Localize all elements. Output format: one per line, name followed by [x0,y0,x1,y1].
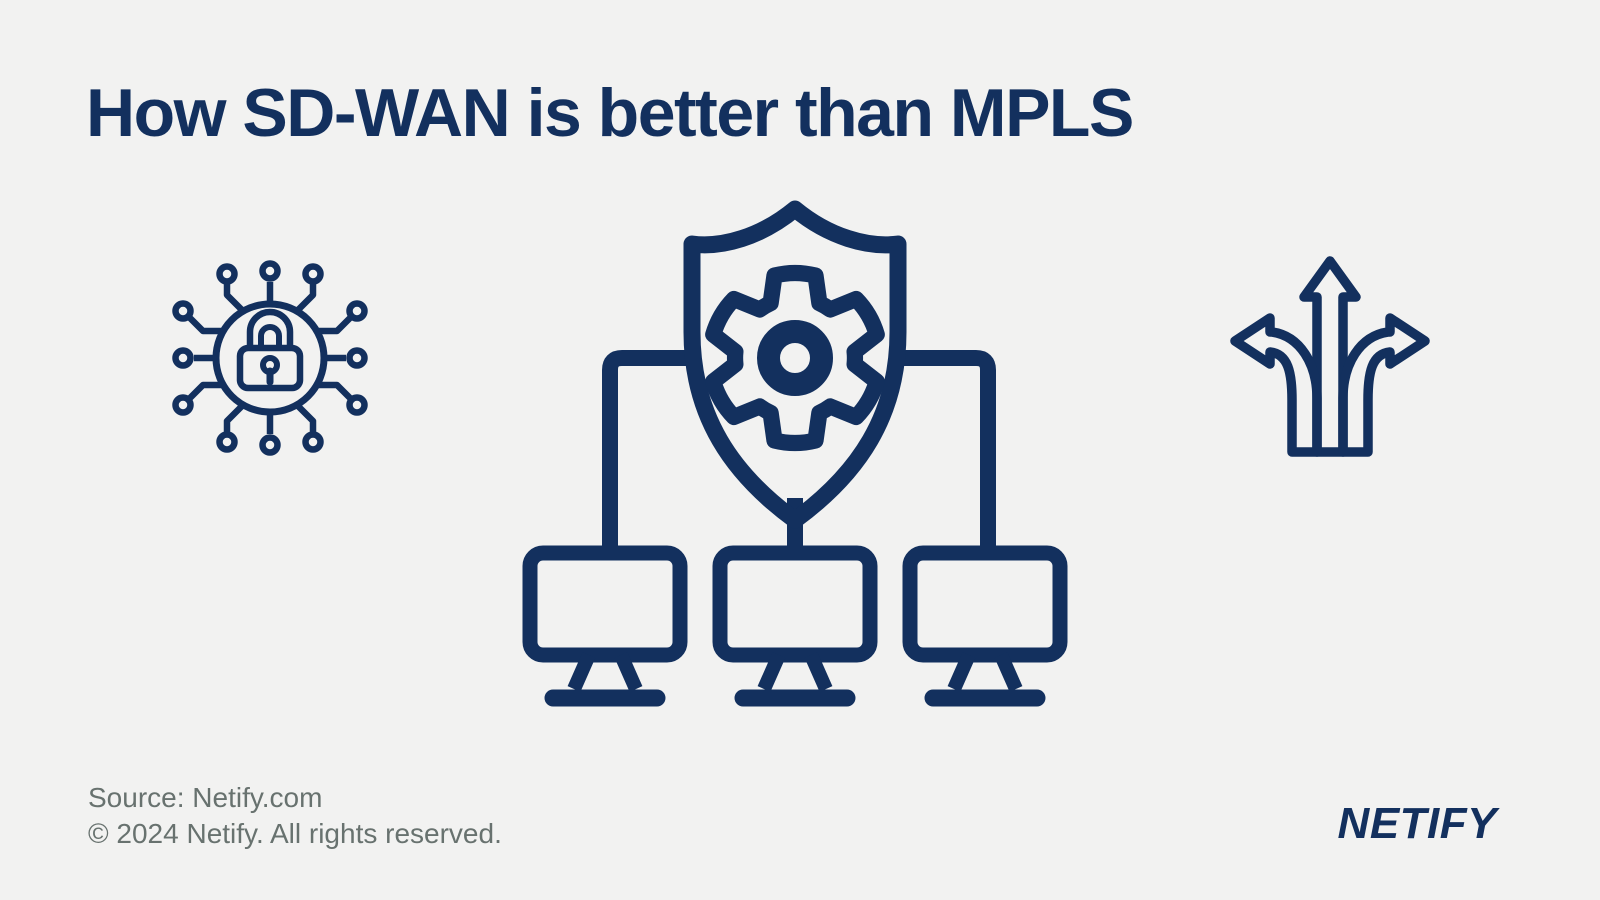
netify-logo: NETIFY [1337,799,1497,848]
gear-hub [757,320,833,396]
shield-gear-network-icon [530,200,1060,698]
gear-icon [705,264,885,452]
three-way-arrows-icon [1230,256,1430,457]
monitor-icon-left [530,553,680,698]
arrow-left [1230,313,1322,457]
padlock-icon [236,308,304,392]
page-title: How SD-WAN is better than MPLS [86,75,1134,151]
copyright-text: © 2024 Netify. All rights reserved. [88,818,502,849]
arrow-right [1338,313,1430,457]
shield-icon [683,200,907,529]
monitor-icon-right [910,553,1060,698]
monitor-icon-center [720,553,870,698]
footer: Source: Netify.com © 2024 Netify. All ri… [88,780,502,852]
source-text: Source: Netify.com [88,782,323,813]
network-security-lock-icon [172,260,368,456]
circuit-connectors [172,260,368,456]
